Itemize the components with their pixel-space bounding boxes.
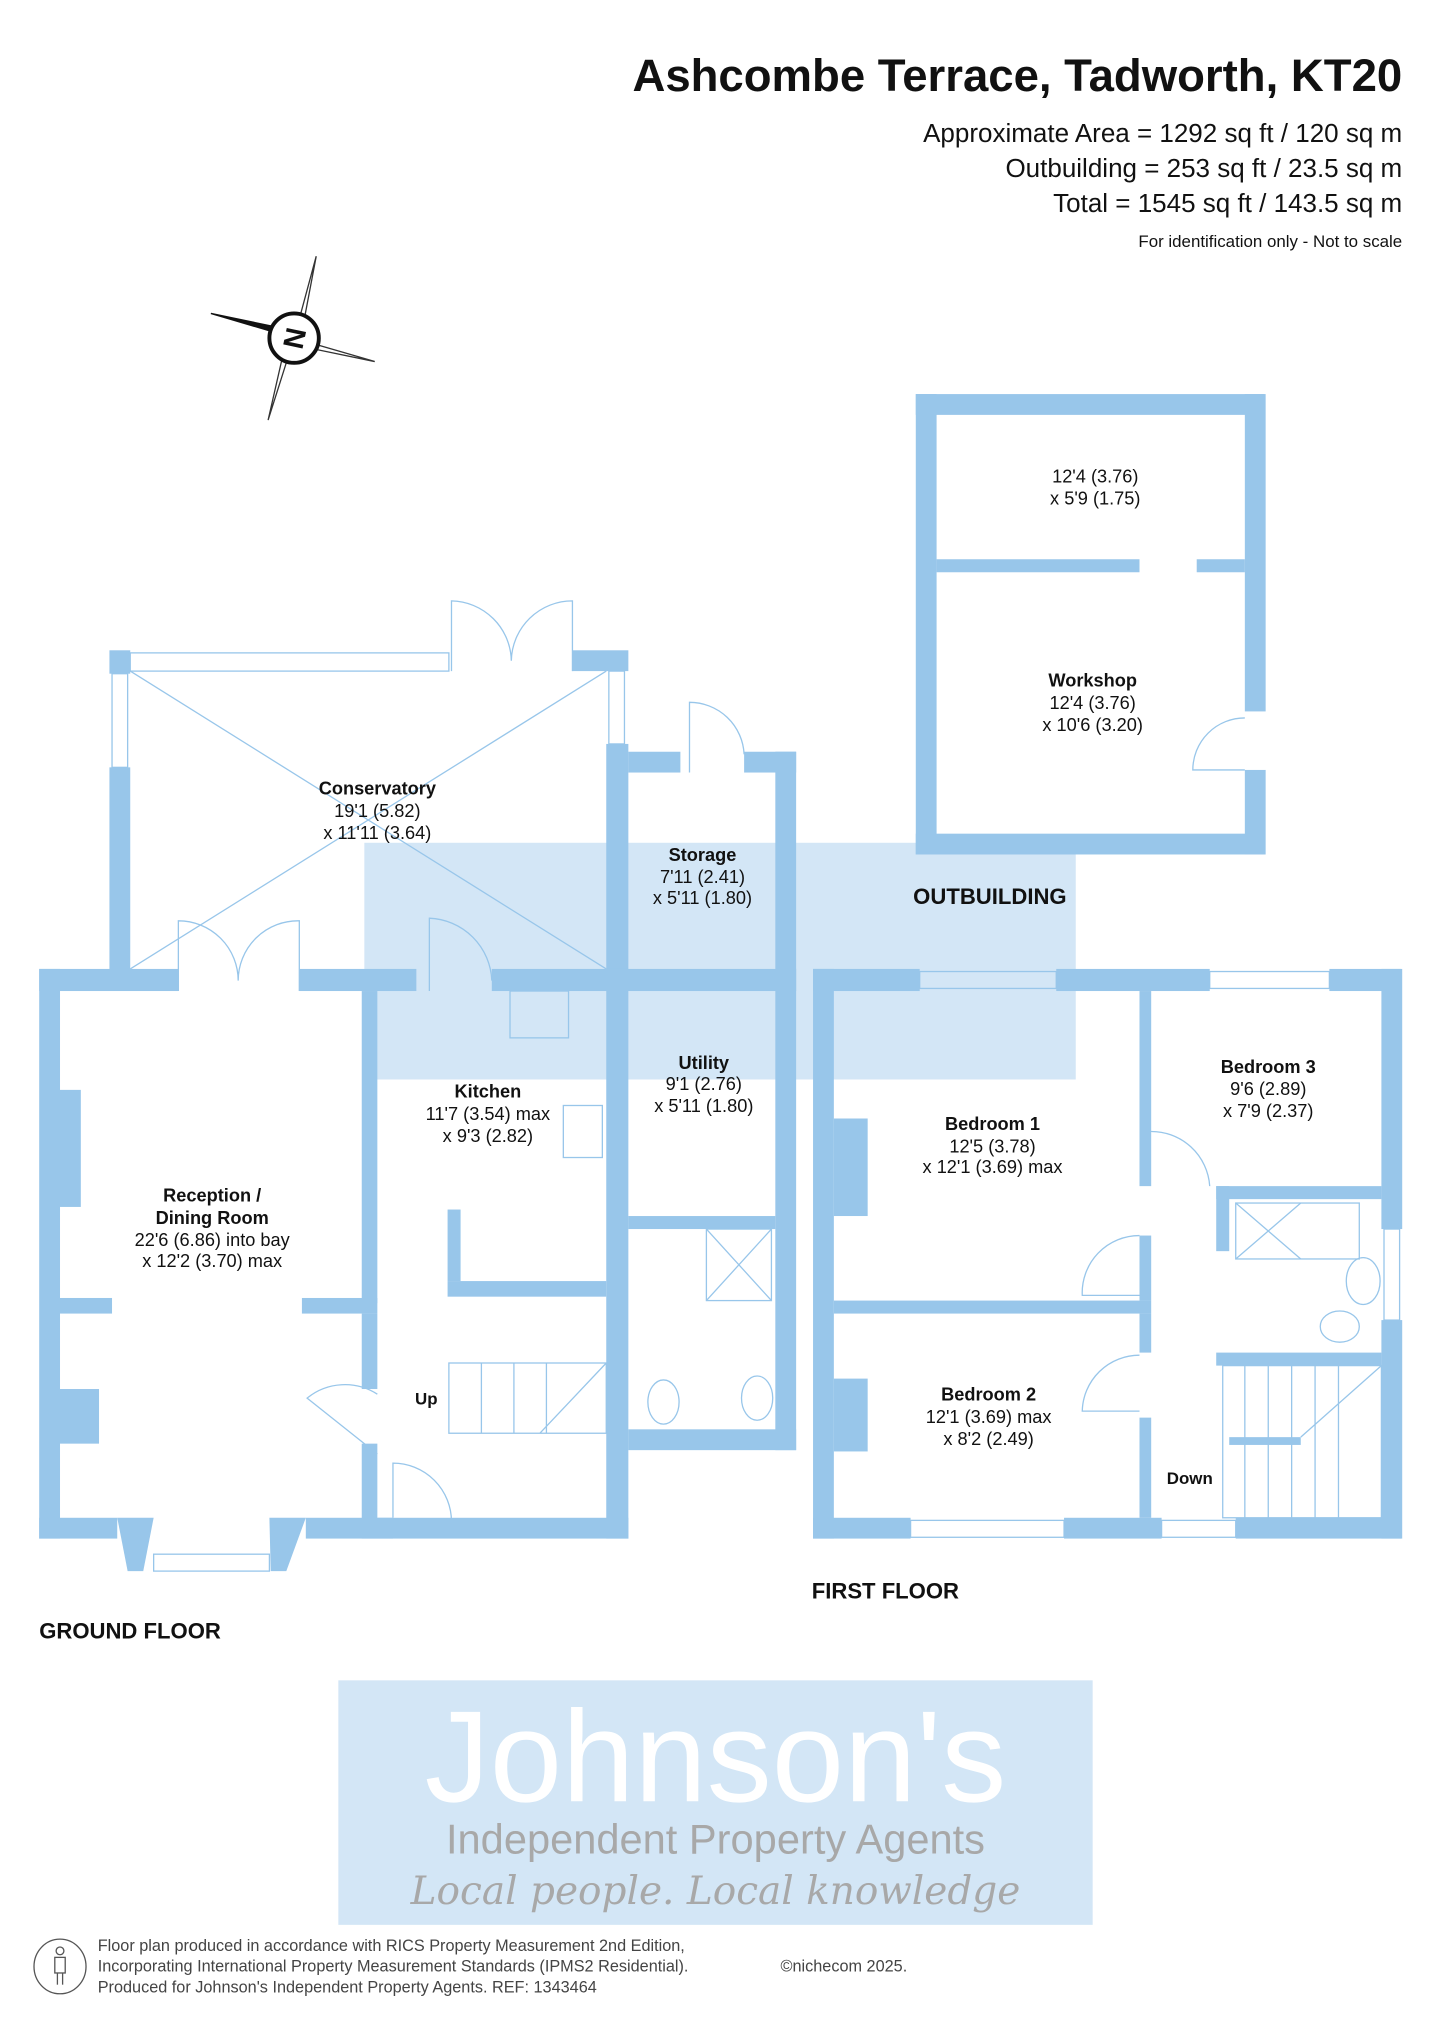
watermark-logo-band [338, 1680, 1093, 1925]
room-name: Reception / [163, 1186, 261, 1206]
watermark-tagline: Independent Property Agents [446, 1815, 985, 1862]
room-dimension: x 7'9 (2.37) [1223, 1101, 1313, 1121]
outbuilding-plan [915, 394, 1266, 855]
room-dimension: 12'4 (3.76) [1049, 693, 1135, 713]
room-dimension: x 5'11 (1.80) [654, 1096, 753, 1116]
first-floor-plan [813, 968, 1403, 1539]
room-bedroom-2: Bedroom 2 12'1 (3.69) max x 8'2 (2.49) [926, 1385, 1052, 1449]
footer-line-2: Incorporating International Property Mea… [98, 1958, 689, 1976]
room-outbuilding-store: 12'4 (3.76) x 5'9 (1.75) [1050, 467, 1140, 509]
room-dimension: 9'1 (2.76) [666, 1074, 742, 1094]
room-dimension: x 12'1 (3.69) max [923, 1157, 1063, 1177]
room-name: Bedroom 1 [945, 1114, 1040, 1134]
room-dimension: x 11'11 (3.64) [323, 823, 431, 843]
room-dimension: 19'1 (5.82) [334, 801, 420, 821]
approximate-area: Approximate Area = 1292 sq ft / 120 sq m [923, 118, 1402, 148]
room-dimension: 9'6 (2.89) [1230, 1079, 1306, 1099]
room-bedroom-1: Bedroom 1 12'5 (3.78) x 12'1 (3.69) max [923, 1114, 1063, 1177]
room-dimension: x 5'11 (1.80) [653, 888, 752, 908]
room-dimension: x 9'3 (2.82) [443, 1126, 533, 1146]
room-utility: Utility 9'1 (2.76) x 5'11 (1.80) [654, 1053, 753, 1116]
room-dimension: 22'6 (6.86) into bay [135, 1230, 291, 1250]
storage-utility-plan [608, 701, 797, 1451]
watermark-logo: Johnson's Independent Property Agents Lo… [338, 1680, 1093, 1925]
room-reception-dining: Reception / Dining Room 22'6 (6.86) into… [135, 1186, 291, 1271]
room-dimension: 7'11 (2.41) [660, 867, 745, 887]
ground-floor-label: GROUND FLOOR [39, 1619, 221, 1644]
north-compass-icon: N [210, 256, 375, 421]
room-bedroom-3: Bedroom 3 9'6 (2.89) x 7'9 (2.37) [1221, 1057, 1316, 1121]
footer-line-3: Produced for Johnson's Independent Prope… [98, 1978, 597, 1996]
room-name: Dining Room [156, 1208, 269, 1228]
room-name: Bedroom 3 [1221, 1057, 1316, 1077]
room-dimension: x 5'9 (1.75) [1050, 489, 1140, 509]
disclaimer: For identification only - Not to scale [1138, 232, 1402, 251]
property-title: Ashcombe Terrace, Tadworth, KT20 [632, 50, 1402, 101]
watermark-band [364, 842, 1076, 1080]
room-dimension: 12'4 (3.76) [1052, 467, 1138, 487]
room-dimension: x 10'6 (3.20) [1042, 715, 1143, 735]
total-area: Total = 1545 sq ft / 143.5 sq m [1053, 188, 1402, 218]
conservatory-plan [109, 600, 629, 979]
room-dimension: 12'5 (3.78) [949, 1136, 1035, 1156]
watermark-brand: Johnson's [425, 1683, 1007, 1829]
room-dimension: 11'7 (3.54) max [426, 1104, 550, 1124]
first-floor-label: FIRST FLOOR [812, 1578, 959, 1603]
room-name: Bedroom 2 [941, 1385, 1036, 1405]
room-dimension: 12'1 (3.69) max [926, 1407, 1052, 1427]
ground-floor-plan [39, 917, 797, 1572]
room-dimension: x 12'2 (3.70) max [142, 1251, 282, 1271]
watermark-slogan: Local people. Local knowledge [410, 1869, 1021, 1914]
room-name: Kitchen [455, 1082, 522, 1102]
room-name: Conservatory [319, 779, 437, 799]
room-workshop: Workshop 12'4 (3.76) x 10'6 (3.20) [1042, 671, 1143, 735]
stairs-up-label: Up [415, 1390, 438, 1409]
stairs-down-label: Down [1167, 1469, 1213, 1488]
room-name: Workshop [1048, 671, 1137, 691]
room-storage: Storage 7'11 (2.41) x 5'11 (1.80) [653, 845, 752, 908]
copyright: ©nichecom 2025. [781, 1958, 908, 1976]
room-name: Utility [679, 1053, 730, 1073]
room-name: Storage [669, 845, 737, 865]
room-conservatory: Conservatory 19'1 (5.82) x 11'11 (3.64) [319, 779, 437, 843]
room-kitchen: Kitchen 11'7 (3.54) max x 9'3 (2.82) [426, 1082, 550, 1146]
outbuilding-label: OUTBUILDING [913, 884, 1066, 909]
outbuilding-area: Outbuilding = 253 sq ft / 23.5 sq m [1005, 153, 1402, 183]
footer-line-1: Floor plan produced in accordance with R… [98, 1937, 685, 1955]
person-icon [33, 1938, 87, 1995]
room-dimension: x 8'2 (2.49) [943, 1429, 1033, 1449]
